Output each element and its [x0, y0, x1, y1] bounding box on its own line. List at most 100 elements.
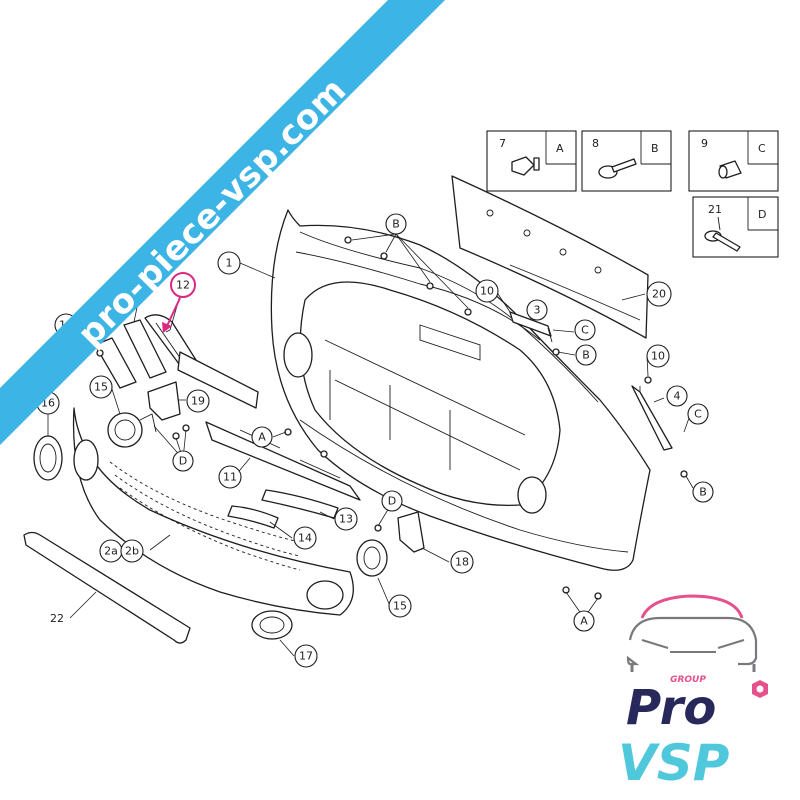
legend-number: 21 [708, 203, 722, 216]
part-2-lower-grille [72, 407, 354, 616]
highlight-arrow [162, 297, 181, 333]
legend-letter: C [758, 142, 766, 155]
grille-opening [299, 281, 561, 506]
legend-number: 8 [592, 137, 599, 150]
svg-text:22: 22 [50, 612, 64, 625]
svg-text:2a: 2a [104, 545, 118, 558]
svg-text:14: 14 [298, 532, 312, 545]
lower-grille-right-opening [306, 580, 344, 610]
svg-text:C: C [694, 408, 702, 421]
callout-18: 18 [450, 550, 474, 574]
logo-group-text: GROUP [670, 675, 706, 685]
svg-text:C: C [581, 324, 589, 337]
svg-text:2b: 2b [125, 545, 139, 558]
svg-text:20: 20 [652, 288, 666, 301]
part-14-lower-trim [227, 505, 279, 529]
part-15-left-fog-lamp [107, 412, 157, 448]
part-3-bracket [509, 311, 553, 343]
clip-pin-icon [533, 157, 540, 171]
callout-C-bracket3: C [574, 319, 596, 341]
callout-10-upper: 10 [475, 279, 499, 303]
lower-grille-left-opening [73, 439, 99, 481]
svg-text:19: 19 [191, 395, 205, 408]
svg-text:B: B [392, 218, 400, 231]
right-fog-recess [517, 476, 547, 514]
part-17-right-bezel [251, 610, 293, 640]
callout-12-highlighted: 12 [170, 272, 196, 298]
svg-text:A: A [580, 615, 588, 628]
callout-15-left: 15 [89, 375, 113, 399]
svg-text:D: D [179, 455, 187, 468]
highlight-arrow-base [165, 329, 171, 333]
part-14-left-reflector [94, 337, 137, 389]
callout-4: 4 [666, 385, 688, 407]
left-fog-recess [283, 332, 313, 378]
svg-text:D: D [388, 495, 396, 508]
callout-2a: 2a [99, 539, 123, 563]
callout-19: 19 [186, 389, 210, 413]
callout-1: 1 [217, 251, 241, 275]
svg-text:10: 10 [651, 350, 665, 363]
callout-10-lower: 10 [646, 344, 670, 368]
part-13-left-bracket [123, 319, 167, 379]
part-22-underbody-strip [23, 531, 191, 644]
callout-3: 3 [526, 299, 548, 321]
svg-text:A: A [258, 431, 266, 444]
callout-B-right: B [575, 344, 597, 366]
svg-text:1: 1 [226, 257, 233, 270]
callout-15-right: 15 [388, 594, 412, 618]
callout-22: 22 [50, 612, 64, 625]
callout-D-right: D [381, 490, 403, 512]
part-15-right-fog-lamp [356, 539, 388, 577]
legend-box-7: 7 A [486, 130, 577, 192]
callout-2b: 2b [120, 539, 144, 563]
clip-icon [511, 156, 535, 176]
legend-letter: A [556, 142, 564, 155]
part-4-bracket [631, 385, 673, 451]
callout-14-lower: 14 [293, 526, 317, 550]
legend-number: 7 [499, 137, 506, 150]
legend-letter: D [758, 208, 766, 221]
part-16-left-bezel [33, 435, 63, 481]
callout-13-lower: 13 [334, 507, 358, 531]
logo-pro-text: Pro [626, 680, 716, 736]
part-20-upper-strip [451, 175, 649, 339]
fastener-symbols [172, 236, 688, 600]
svg-text:17: 17 [299, 650, 313, 663]
car-outline-icon [626, 594, 758, 672]
callout-A-left: A [251, 426, 273, 448]
callout-A-bottom: A [573, 610, 595, 632]
part-1-bumper-cover [270, 209, 651, 571]
part-19-fog-bracket [147, 381, 181, 421]
callout-17: 17 [294, 644, 318, 668]
logo-vsp-text: VSP [618, 734, 729, 792]
push-rivet-shank-icon [611, 158, 637, 173]
svg-text:10: 10 [480, 285, 494, 298]
svg-text:15: 15 [393, 600, 407, 613]
callout-B-bracket: B [692, 481, 714, 503]
legend-letter: B [651, 142, 659, 155]
svg-text:B: B [582, 349, 590, 362]
legend-number: 9 [701, 137, 708, 150]
screw-shank-icon [712, 232, 741, 252]
svg-text:11: 11 [223, 471, 237, 484]
svg-text:13: 13 [339, 513, 353, 526]
svg-text:12: 12 [176, 279, 190, 292]
legend-box-21: 21 D [692, 196, 779, 258]
svg-text:4: 4 [674, 390, 681, 403]
part-11-crossmember [177, 351, 361, 501]
callout-20: 20 [646, 281, 672, 307]
part-13-lower-trim [261, 489, 339, 519]
legend-box-8: 8 B [581, 130, 672, 192]
part-18-fog-bracket [397, 511, 425, 553]
nut-end-icon [718, 165, 728, 179]
callout-C-bracket4: C [687, 403, 709, 425]
callout-B-top: B [385, 213, 407, 235]
svg-text:B: B [699, 486, 707, 499]
hex-nut-icon [752, 680, 768, 698]
legend-box-9: 9 C [688, 130, 779, 192]
svg-text:18: 18 [455, 556, 469, 569]
callout-D-left: D [172, 450, 194, 472]
